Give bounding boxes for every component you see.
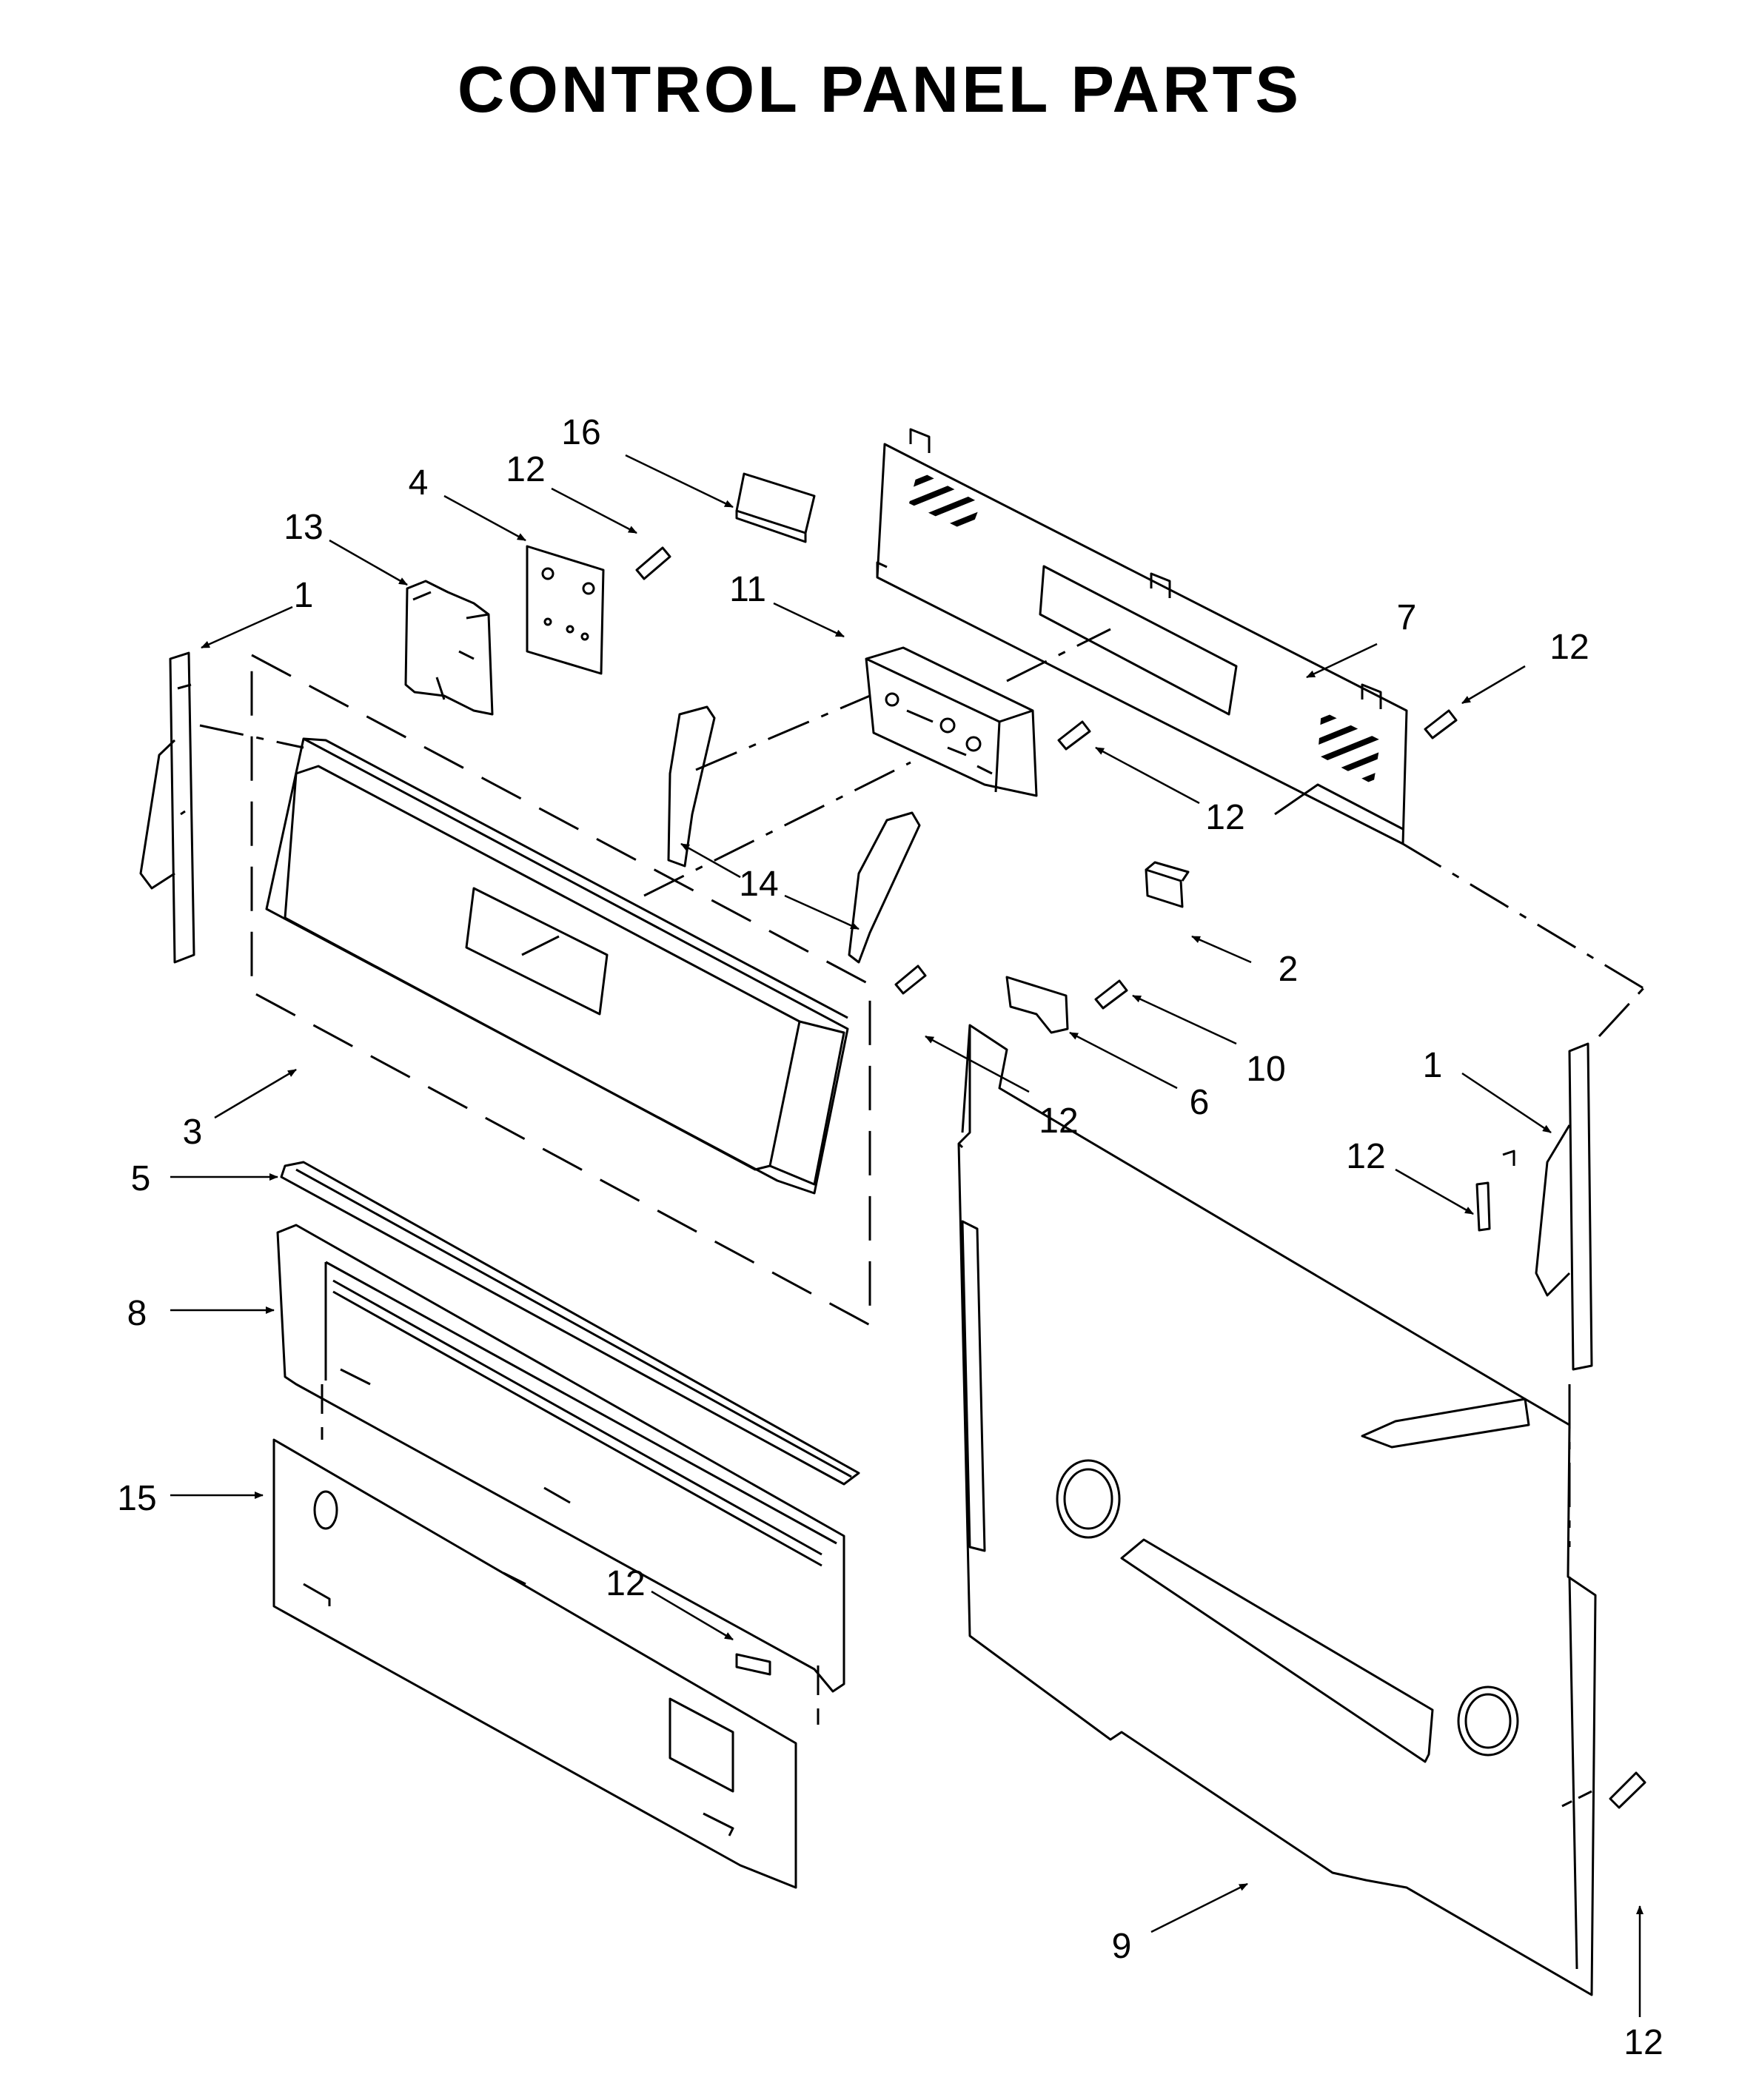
end-cap-14a <box>667 705 716 868</box>
callout-16: 16 <box>561 413 600 452</box>
callout-12-g: 12 <box>1624 2023 1663 2062</box>
screw-group <box>635 546 1646 1809</box>
control-board-11 <box>865 646 1038 797</box>
callout-4: 4 <box>409 463 429 503</box>
console-panel-3 <box>265 737 849 1195</box>
callout-12-a: 12 <box>506 450 545 489</box>
circuit-board-4 <box>526 545 605 675</box>
callout-9: 9 <box>1112 1927 1132 1966</box>
diagram-title: CONTROL PANEL PARTS <box>457 53 1302 126</box>
frame-8 <box>276 1224 845 1693</box>
callout-10: 10 <box>1246 1050 1285 1089</box>
callout-5: 5 <box>131 1159 151 1198</box>
back-panel-9 <box>957 1024 1597 1996</box>
side-bracket-left <box>139 651 195 964</box>
callout-12-e: 12 <box>1346 1137 1385 1176</box>
callout-1-right: 1 <box>1423 1046 1443 1085</box>
callout-3: 3 <box>183 1113 203 1152</box>
side-bracket-right <box>1502 1042 1593 1371</box>
callout-13: 13 <box>284 508 323 547</box>
callout-12-d: 12 <box>1039 1101 1078 1141</box>
callout-11: 11 <box>729 570 766 609</box>
end-cap-14b <box>848 811 921 964</box>
callout-12-b: 12 <box>1549 628 1589 667</box>
assembly-lines <box>199 628 1645 1808</box>
leader-arrows <box>170 454 1644 2017</box>
bracket-16 <box>735 472 816 543</box>
callout-14: 14 <box>739 865 778 904</box>
callout-labels: 16 4 12 13 1 11 7 12 12 14 2 3 12 10 6 1… <box>117 413 1663 2062</box>
callout-12-f: 12 <box>606 1564 645 1603</box>
callout-1-left: 1 <box>294 576 314 615</box>
callout-12-c: 12 <box>1205 798 1244 837</box>
connector-2 <box>1145 861 1190 908</box>
lower-panel-15 <box>272 1438 797 1889</box>
callout-7: 7 <box>1397 598 1417 637</box>
callout-8: 8 <box>127 1294 147 1333</box>
trim-strip-5 <box>280 1161 860 1486</box>
bracket-13 <box>404 580 494 716</box>
callout-15: 15 <box>117 1479 156 1518</box>
bracket-6 <box>1005 976 1069 1034</box>
callout-2: 2 <box>1279 950 1299 989</box>
rear-panel-7 <box>876 428 1408 845</box>
callout-6: 6 <box>1190 1083 1210 1122</box>
